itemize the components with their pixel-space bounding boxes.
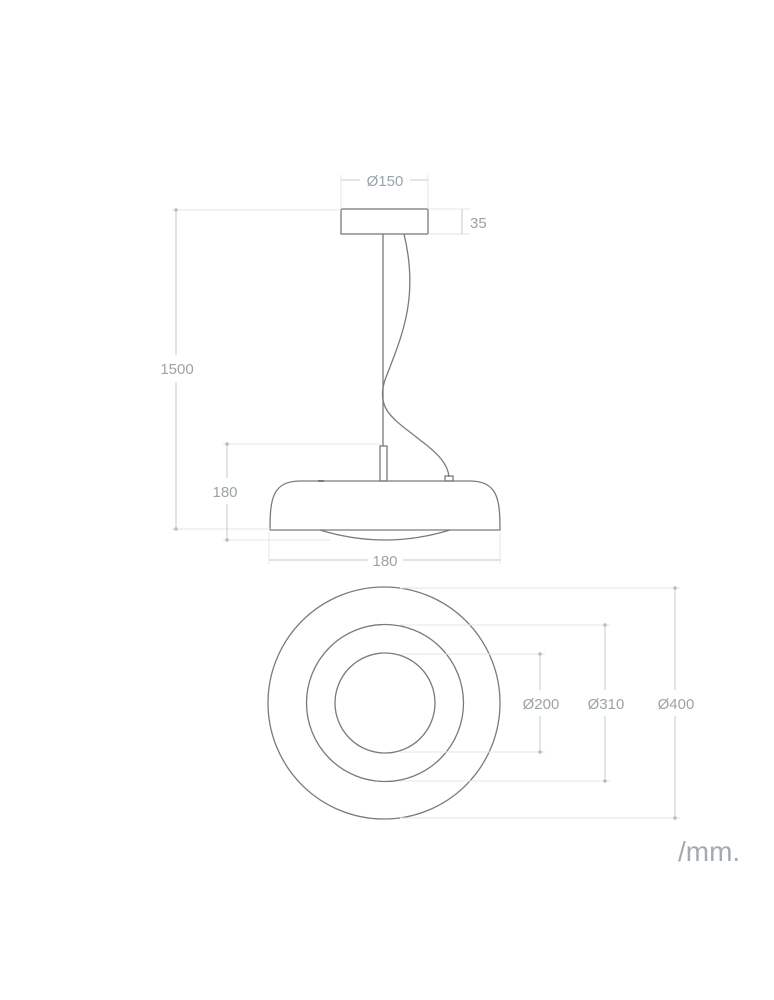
unit-label: /mm. xyxy=(678,836,740,867)
top-view: Ø200 Ø310 Ø400 xyxy=(267,586,695,820)
ceiling-canopy xyxy=(340,208,429,235)
middle-diameter-label: Ø310 xyxy=(588,696,625,713)
inner-diameter-label: Ø200 xyxy=(523,696,560,713)
side-view: Ø150 35 1500 180 180 xyxy=(160,170,501,570)
middle-ring xyxy=(305,623,465,783)
outer-ring xyxy=(267,586,501,820)
total-height-label: 1500 xyxy=(160,361,193,378)
outer-diameter-label: Ø400 xyxy=(658,696,695,713)
rod-connector xyxy=(379,445,388,482)
shade-width-label: 180 xyxy=(372,553,397,570)
lamp-shade xyxy=(269,480,501,531)
power-cable xyxy=(381,233,450,478)
label-mask xyxy=(360,170,410,190)
diffuser-lens xyxy=(319,529,451,541)
shade-height-label: 180 xyxy=(212,484,237,501)
canopy-diameter-label: Ø150 xyxy=(367,173,404,190)
canopy-height-label: 35 xyxy=(470,215,487,232)
inner-ring xyxy=(334,652,436,754)
